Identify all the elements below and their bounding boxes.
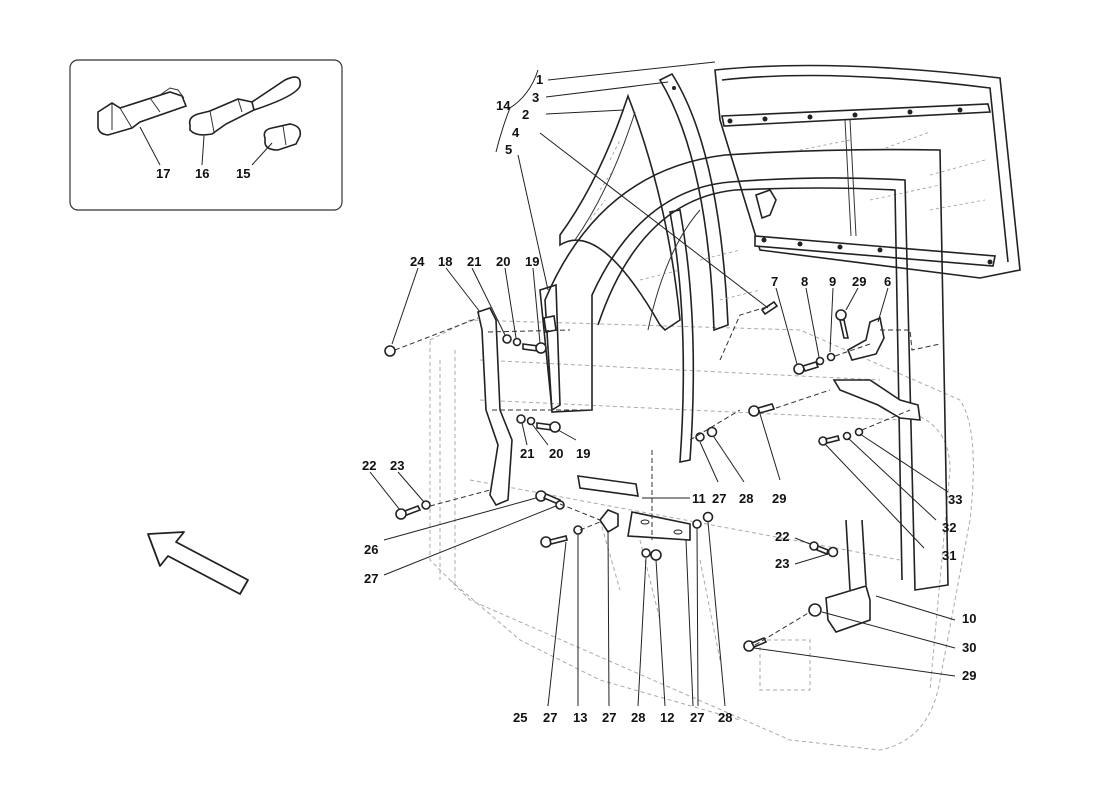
connector-inset: 17 16 15 [69,59,343,211]
callout-16: 16 [195,166,209,181]
callout-29-bottom: 29 [962,668,976,683]
callout-23-right: 23 [775,556,789,571]
callout-29-top: 29 [852,274,866,289]
callout-18: 18 [438,254,452,269]
callout-31: 31 [942,548,956,563]
callout-30: 30 [962,640,976,655]
callout-19-upper: 19 [525,254,539,269]
callout-29-mid: 29 [772,491,786,506]
callout-1: 1 [536,72,543,87]
callout-27-b3: 27 [690,710,704,725]
callout-11: 11 [692,491,706,506]
connector-16-icon [188,76,302,136]
callout-12: 12 [660,710,674,725]
quarter-glass-2 [559,93,681,332]
callout-20-lower: 20 [549,446,563,461]
callout-23-left: 23 [390,458,404,473]
callout-6: 6 [884,274,891,289]
callout-21-lower: 21 [520,446,534,461]
callout-7: 7 [771,274,778,289]
callout-22-left: 22 [362,458,376,473]
callout-28-upper: 28 [739,491,753,506]
callout-27-b1: 27 [543,710,557,725]
callout-24: 24 [410,254,425,269]
callout-14: 14 [496,98,511,113]
callout-8: 8 [801,274,808,289]
window-frame-4 [544,148,949,591]
callout-32: 32 [942,520,956,535]
guide-channel-3 [658,72,729,332]
callout-5: 5 [505,142,512,157]
fasteners [384,300,864,652]
callout-3: 3 [532,90,539,105]
callout-33: 33 [948,492,962,507]
callout-13: 13 [573,710,587,725]
callout-26: 26 [364,542,378,557]
callout-27-upper: 27 [712,491,726,506]
callout-27-b2: 27 [602,710,616,725]
callout-28-b1: 28 [631,710,645,725]
callout-19-lower: 19 [576,446,590,461]
rod-11 [577,475,639,497]
regulator-bracket [832,316,921,421]
callout-15: 15 [236,166,250,181]
direction-arrow-icon [147,531,249,595]
bracket-13 [599,509,619,534]
assembly-lines [394,305,941,646]
plate-12 [627,511,691,541]
leader-lines [369,61,956,707]
callout-17: 17 [156,166,170,181]
callout-4: 4 [512,125,520,140]
connector-17-icon [97,87,188,136]
bracket-18 [477,307,513,507]
connector-15-icon [263,123,302,151]
callout-27-left: 27 [364,571,378,586]
callout-10: 10 [962,611,976,626]
callout-22-right: 22 [775,529,789,544]
callout-21-upper: 21 [467,254,481,269]
window-glass-1 [714,64,1021,279]
bracket-10 [825,519,871,633]
callout-9: 9 [829,274,836,289]
door-shell-ghost [429,319,974,751]
callout-labels: 1 3 2 4 5 14 24 18 21 20 19 21 20 19 7 8… [362,72,976,725]
callout-20-upper: 20 [496,254,510,269]
callout-25: 25 [513,710,527,725]
callout-2: 2 [522,107,529,122]
callout-28-b2: 28 [718,710,732,725]
